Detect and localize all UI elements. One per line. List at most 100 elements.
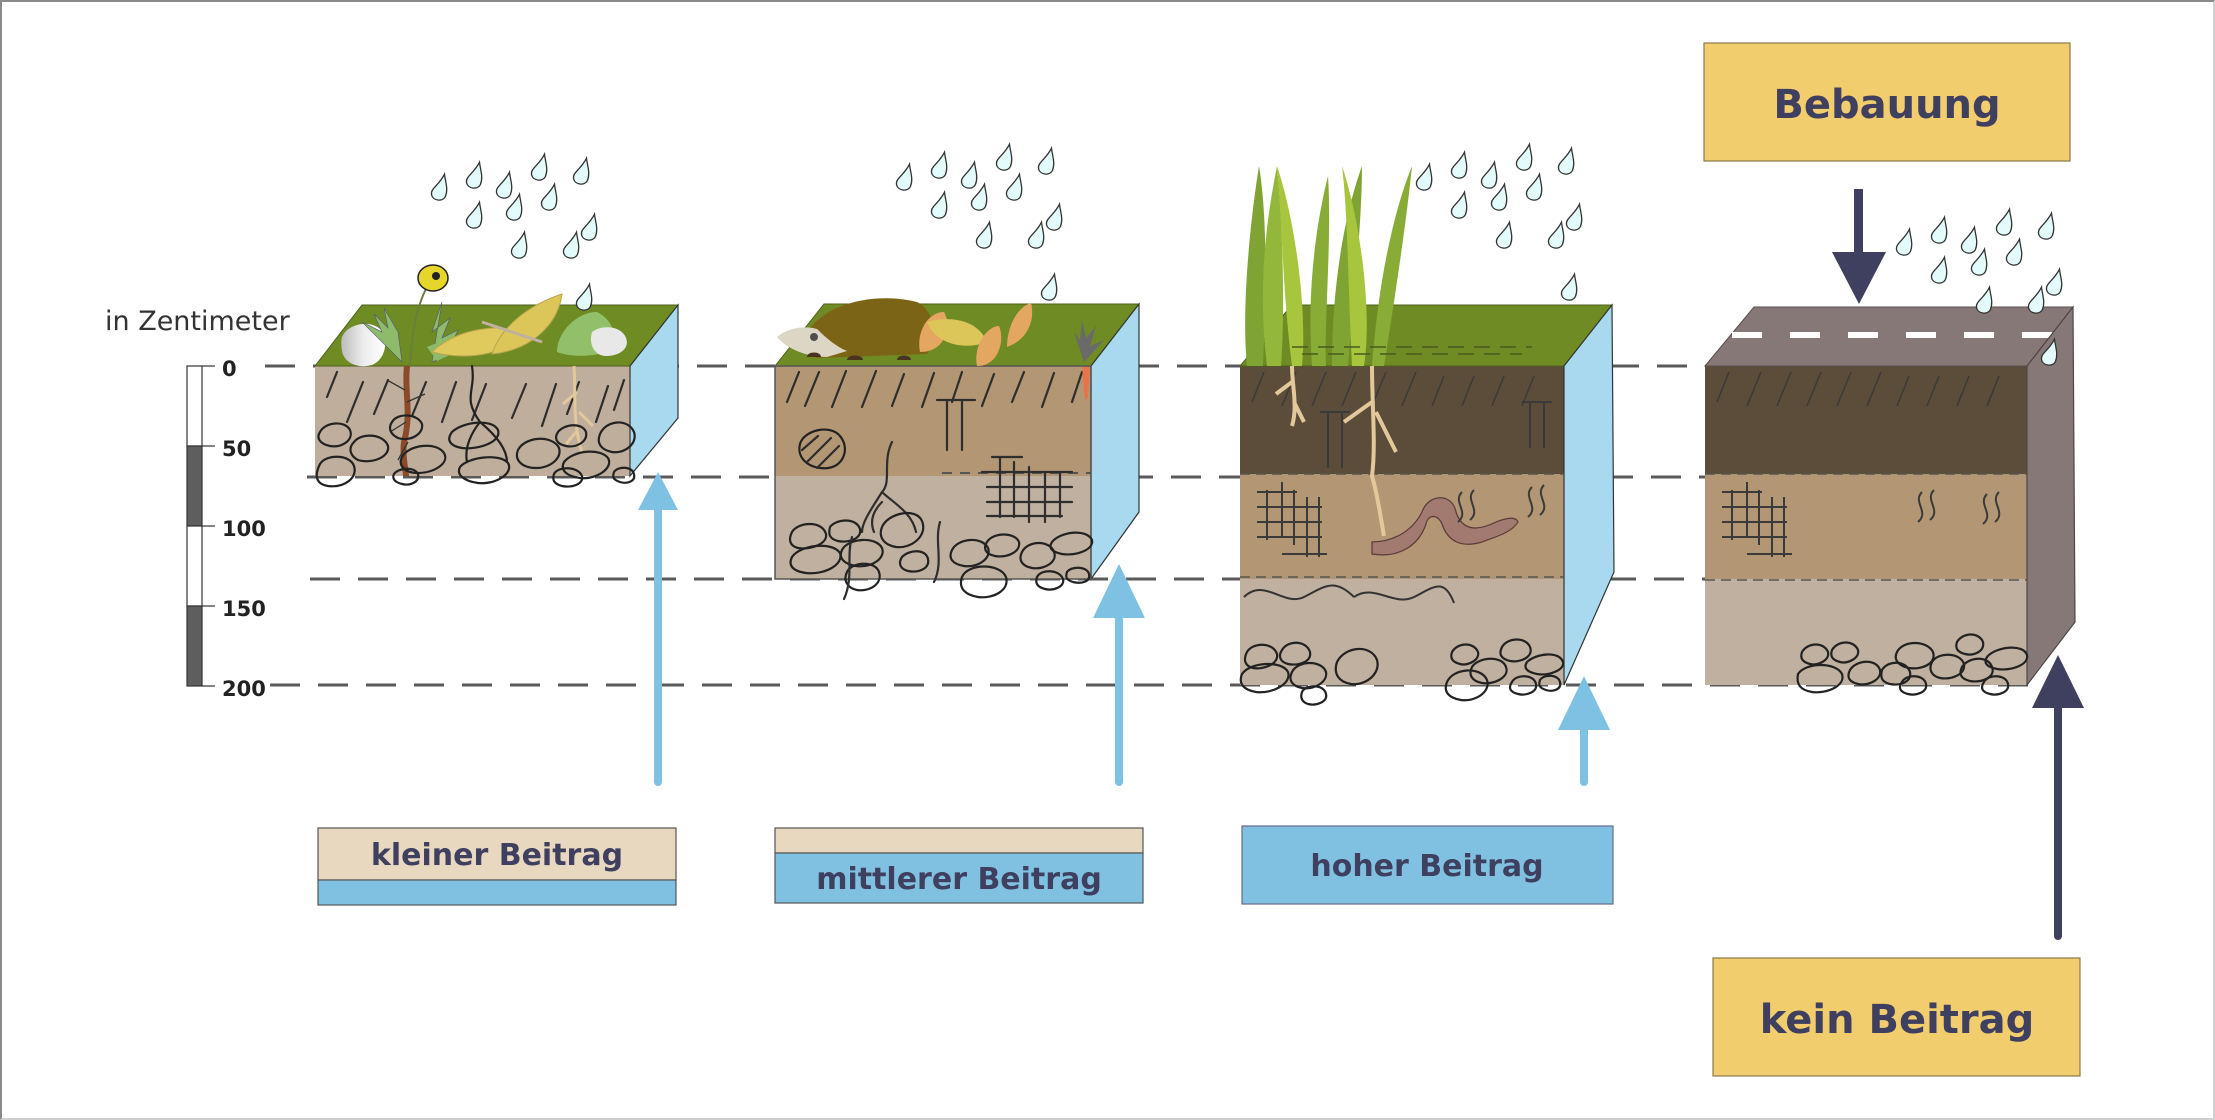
raindrop-icon <box>1450 149 1468 179</box>
raindrop-icon <box>1995 206 2013 236</box>
profile-3-water-side <box>1563 303 1615 686</box>
profile-4-subsoil-brown <box>1705 474 2027 579</box>
raindrop-icon <box>1040 271 1058 301</box>
label-medium-contribution: mittlerer Beitrag <box>774 827 1144 904</box>
label-no-contribution: kein Beitrag <box>1712 957 2081 1077</box>
profile-3-block <box>1238 166 1615 706</box>
raindrop-icon <box>960 159 978 189</box>
label-medium-contribution-text: mittlerer Beitrag <box>816 862 1102 897</box>
raindrop-icon <box>1930 214 1948 244</box>
label-bebauung: Bebauung <box>1703 42 2071 162</box>
profile-4-humus <box>1705 366 2027 474</box>
leaves-icon <box>431 293 627 357</box>
label-high-contribution: hoher Beitrag <box>1241 825 1614 905</box>
raindrop-icon <box>2045 266 2063 296</box>
raindrop-icon <box>1565 201 1583 231</box>
raindrop-icon <box>1895 226 1913 256</box>
raindrops <box>430 141 2063 366</box>
raindrop-icon <box>1930 254 1948 284</box>
raindrop-icon <box>1960 224 1978 254</box>
profile-4-block <box>1703 305 2076 696</box>
raindrop-icon <box>1547 219 1565 249</box>
raindrop-icon <box>2027 284 2045 314</box>
scale-segment <box>186 605 203 687</box>
raindrop-icon <box>1515 141 1533 171</box>
scale-segment <box>186 365 203 447</box>
label-bebauung-text: Bebauung <box>1773 82 2000 128</box>
raindrop-icon <box>465 199 483 229</box>
arrow-medium-contribution <box>1093 564 1145 786</box>
profile-4-subsoil-light <box>1705 579 2027 685</box>
label-high-contribution-text: hoher Beitrag <box>1310 849 1543 884</box>
raindrop-icon <box>1557 145 1575 175</box>
raindrop-icon <box>1490 181 1508 211</box>
raindrop-icon <box>562 229 580 259</box>
scale-tick-200: 200 <box>222 677 266 701</box>
raindrop-icon <box>995 141 1013 171</box>
depth-scale: in Zentimeter 0 50 100 150 200 <box>105 306 291 701</box>
raindrop-icon <box>970 181 988 211</box>
raindrop-icon <box>1037 145 1055 175</box>
depth-unit-label: in Zentimeter <box>105 306 291 337</box>
arrow-no-contribution <box>2032 655 2084 940</box>
hatched-clod <box>798 428 846 470</box>
scale-tick-0: 0 <box>222 357 237 381</box>
profile-2-block <box>773 298 1141 601</box>
profile-3-stones <box>1239 638 1565 706</box>
carrot-icon <box>1074 320 1104 401</box>
raindrop-icon <box>1045 201 1063 231</box>
earthworm-icon <box>1371 497 1519 556</box>
hedgehog-icon <box>777 298 934 360</box>
raindrop-icon <box>430 171 448 201</box>
raindrop-icon <box>1975 284 1993 314</box>
grid-pattern <box>1257 482 1327 557</box>
scale-tick-150: 150 <box>222 597 266 621</box>
profile-3-subsoil-light <box>1240 579 1564 685</box>
raindrop-icon <box>1027 219 1045 249</box>
profile-2-stones <box>788 511 1094 599</box>
raindrop-icon <box>1450 189 1468 219</box>
raindrop-icon <box>2005 236 2023 266</box>
profile-1-water-side <box>629 303 679 478</box>
raindrop-icon <box>930 189 948 219</box>
raindrop-icon <box>580 211 598 241</box>
raindrop-icon <box>1525 171 1543 201</box>
raindrop-icon <box>510 229 528 259</box>
raindrop-icon <box>2040 336 2058 366</box>
raindrop-icon <box>1560 271 1578 301</box>
scale-segment <box>186 525 203 607</box>
scale-tick-100: 100 <box>222 517 266 541</box>
raindrop-icon <box>540 181 558 211</box>
profile-1-block <box>313 264 680 488</box>
profile-4-road-side <box>2026 305 2076 687</box>
profile-4-stones <box>1796 633 2029 696</box>
raindrop-icon <box>495 169 513 199</box>
raindrop-icon <box>930 149 948 179</box>
raindrop-icon <box>1495 219 1513 249</box>
raindrop-icon <box>530 151 548 181</box>
scale-segment <box>186 445 203 527</box>
raindrop-icon <box>465 159 483 189</box>
scale-tick-50: 50 <box>222 437 251 461</box>
raindrop-icon <box>975 219 993 249</box>
raindrop-icon <box>575 281 593 311</box>
raindrop-icon <box>895 161 913 191</box>
raindrop-icon <box>1005 171 1023 201</box>
profile-2-topsoil <box>775 366 1091 476</box>
arrow-high-contribution <box>1558 676 1610 786</box>
leaves-icon <box>919 303 1033 366</box>
grid-pattern <box>980 455 1074 524</box>
label-no-contribution-text: kein Beitrag <box>1760 997 2035 1043</box>
label-small-contribution: kleiner Beitrag <box>317 827 677 906</box>
arrow-bebauung-down <box>1832 189 1886 304</box>
profile-2-subsoil <box>775 476 1091 579</box>
profile-1-stones <box>315 414 636 488</box>
profile-3-subsoil-brown <box>1240 474 1564 579</box>
tall-grass-icon <box>1245 166 1412 366</box>
raindrop-icon <box>505 191 523 221</box>
raindrop-icon <box>1480 159 1498 189</box>
arrow-small-contribution <box>638 472 678 786</box>
grid-pattern <box>1722 482 1792 557</box>
